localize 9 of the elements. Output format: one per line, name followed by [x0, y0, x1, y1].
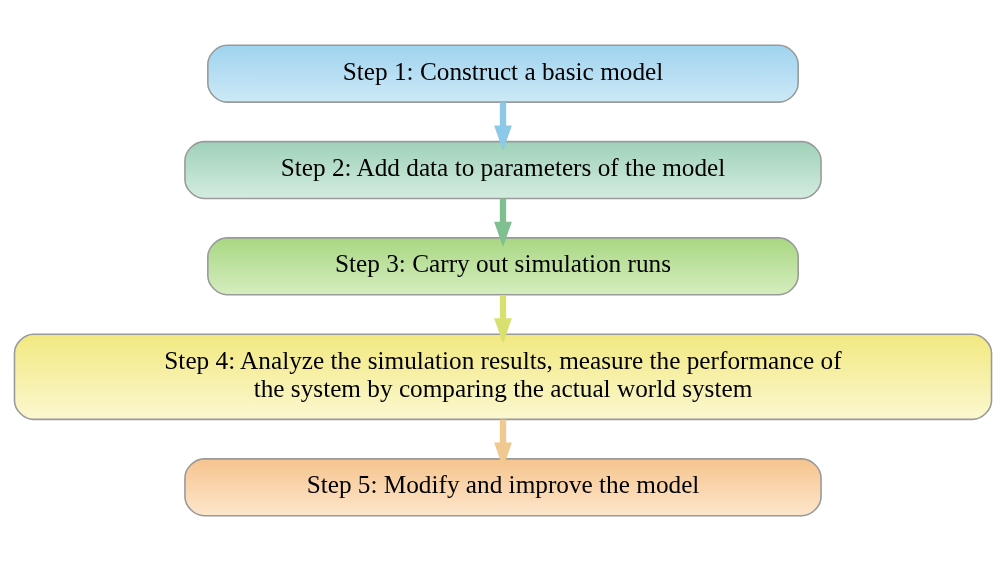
node-box: Step 4: Analyze the simulation results, measure the performance of the system by comparing the actual world system — [13, 333, 993, 421]
arrow — [494, 294, 512, 344]
arrow — [494, 102, 512, 151]
node-box: Step 2: Add data to parameters of the model — [184, 140, 822, 200]
node-box: Step 5: Modify and improve the model — [184, 458, 822, 517]
arrow — [494, 198, 512, 248]
arrow — [494, 419, 512, 468]
node-box: Step 3: Carry out simulation runs — [207, 237, 799, 296]
node-box: Step 1: Construct a basic model — [207, 44, 799, 103]
